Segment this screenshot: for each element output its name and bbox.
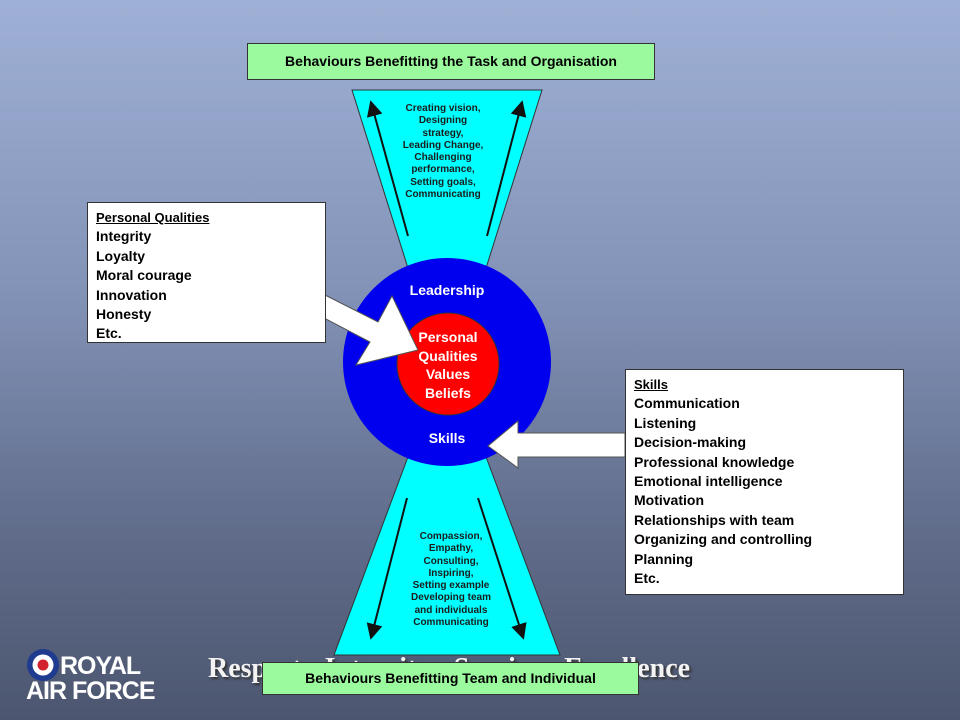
- skill-item: Listening: [634, 414, 697, 431]
- skill-item: Relationships with team: [634, 511, 795, 528]
- inner-circle-line: Personal: [418, 329, 478, 345]
- personal-quality-item: Etc.: [96, 325, 122, 342]
- personal-quality-item: Integrity: [96, 228, 152, 245]
- personal-qualities-box: Personal Qualities Integrity Loyalty Mor…: [87, 202, 326, 343]
- top-funnel-line: Challenging: [414, 152, 472, 164]
- personal-qualities-heading: Personal Qualities: [96, 210, 210, 225]
- raf-logo: ROYAL AIR FORCE: [26, 646, 156, 706]
- skill-item: Organizing and controlling: [634, 531, 813, 548]
- skill-item: Decision-making: [634, 434, 747, 451]
- bottom-funnel-line: Empathy,: [428, 543, 474, 555]
- skills-heading: Skills: [634, 377, 668, 392]
- inner-circle: [396, 312, 500, 416]
- inner-circle-line: Values: [425, 366, 471, 382]
- top-funnel-line: strategy,: [422, 127, 464, 139]
- personal-quality-item: Innovation: [96, 286, 167, 303]
- skills-box: Skills Communication Listening Decision-…: [625, 369, 904, 595]
- top-banner: Behaviours Benefitting the Task and Orga…: [247, 43, 655, 80]
- skills-arrow: [487, 419, 626, 469]
- bottom-funnel-line: Compassion,: [419, 531, 483, 542]
- top-funnel-line: Communicating: [405, 189, 481, 201]
- inner-circle-line: Beliefs: [425, 384, 471, 401]
- top-funnel-line: Creating vision,: [405, 103, 481, 114]
- skill-item: Planning: [634, 550, 694, 567]
- bottom-funnel-line: and individuals: [414, 604, 488, 616]
- bottom-funnel-line: Communicating: [413, 617, 489, 629]
- bottom-funnel-line: Inspiring,: [428, 567, 474, 579]
- top-funnel-line: Setting goals,: [410, 176, 476, 188]
- bottom-funnel-text: Compassion, Empathy, Consulting, Inspiri…: [393, 531, 509, 629]
- bottom-funnel-line: Setting example: [412, 580, 490, 592]
- skills-circle-label: Skills: [428, 430, 466, 446]
- leadership-label: Leadership: [409, 282, 485, 298]
- top-left-arrow: [366, 100, 409, 237]
- personal-quality-item: Honesty: [96, 306, 152, 323]
- top-funnel-line: Designing: [418, 115, 468, 127]
- logo-line-1: ROYAL: [60, 652, 141, 680]
- skill-item: Emotional intelligence: [634, 473, 783, 490]
- skill-item: Professional knowledge: [634, 453, 795, 470]
- top-right-arrow: [486, 100, 527, 237]
- skill-item: Communication: [634, 395, 740, 412]
- top-funnel-line: performance,: [411, 164, 475, 176]
- inner-circle-text: Personal Qualities Values Beliefs: [404, 328, 492, 402]
- bottom-banner: Behaviours Benefitting Team and Individu…: [262, 662, 639, 695]
- personal-quality-item: Moral courage: [96, 267, 192, 284]
- bottom-funnel-line: Developing team: [410, 592, 492, 604]
- logo-line-2: AIR FORCE: [26, 677, 155, 705]
- bottom-left-arrow: [366, 497, 408, 640]
- personal-quality-item: Loyalty: [96, 247, 146, 264]
- roundel-icon: [27, 649, 59, 681]
- top-funnel-line: Leading Change,: [402, 139, 484, 151]
- personal-qualities-arrow: [321, 294, 419, 366]
- top-funnel-text: Creating vision, Designing strategy, Lea…: [388, 103, 498, 201]
- bottom-funnel-line: Consulting,: [423, 555, 479, 567]
- inner-circle-line: Qualities: [418, 347, 478, 364]
- bottom-right-arrow: [477, 497, 527, 640]
- skill-item: Motivation: [634, 492, 704, 509]
- skill-item: Etc.: [634, 570, 660, 587]
